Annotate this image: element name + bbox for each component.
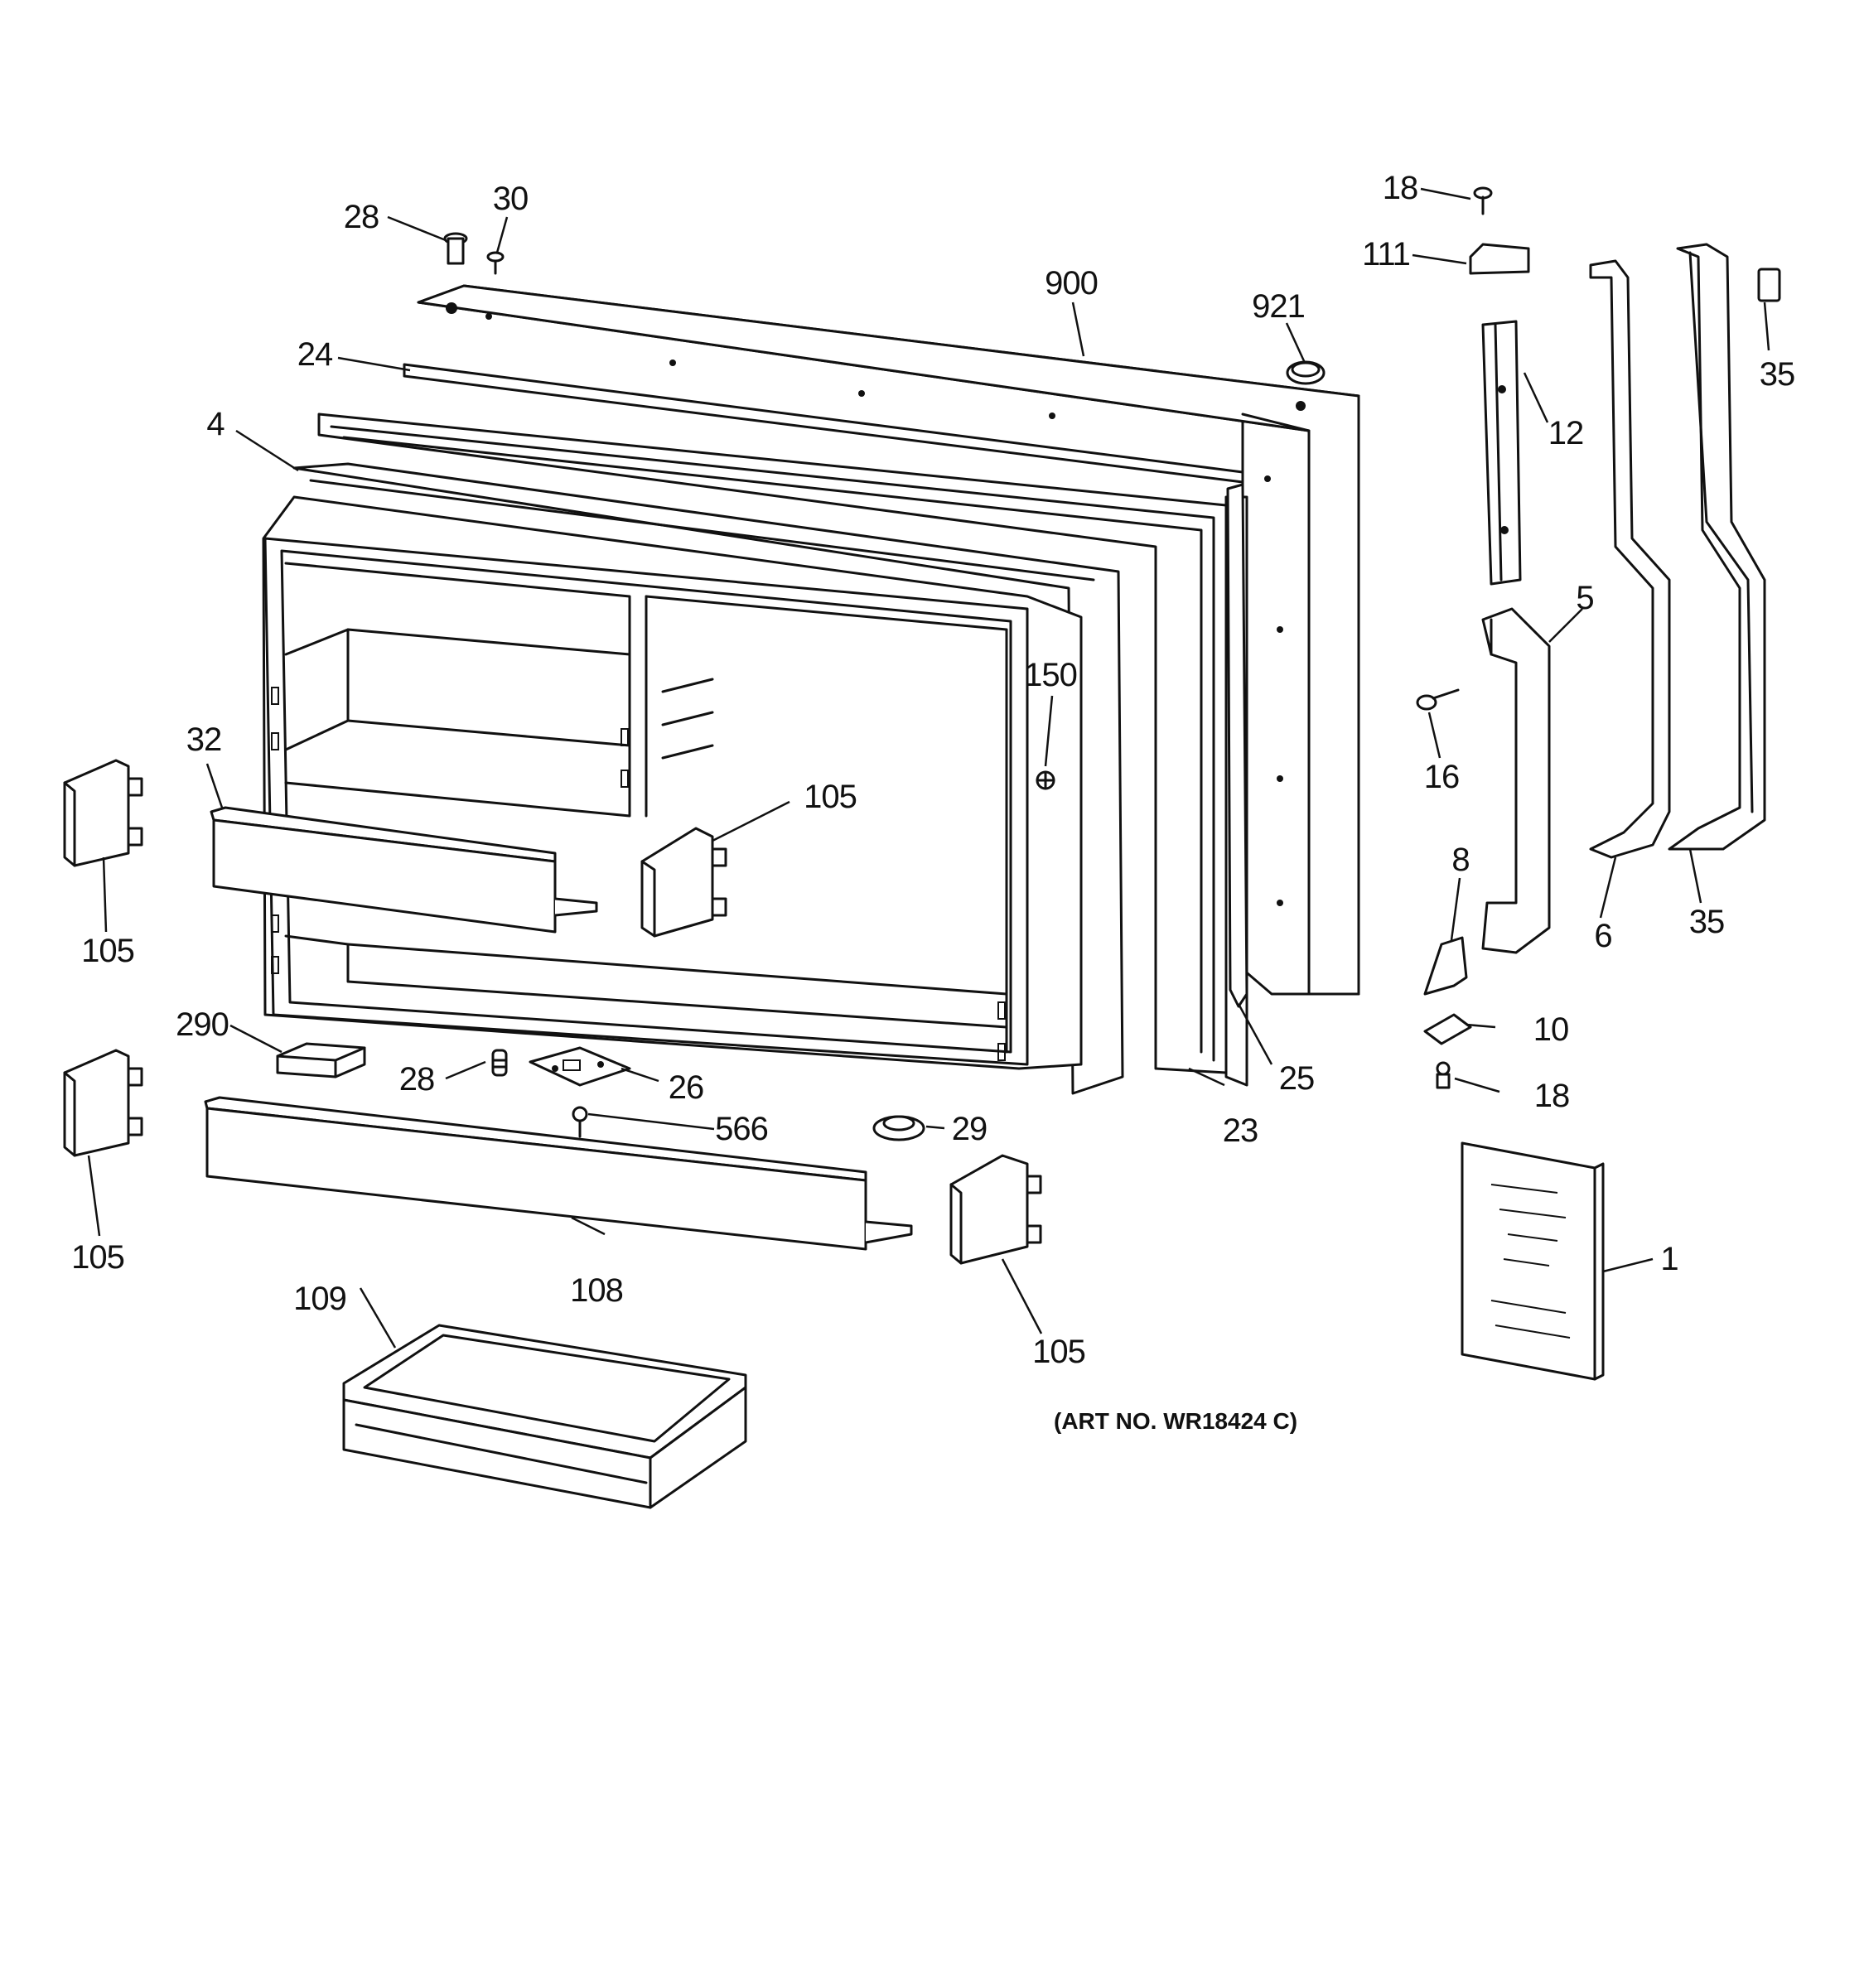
- leader-lines: [87, 187, 1770, 1349]
- callout-109: 109: [293, 1281, 347, 1317]
- manual-booklet-1: [1461, 1141, 1605, 1381]
- bracket-105-left-lower: [63, 1049, 143, 1157]
- door-liner: [262, 495, 1083, 1070]
- hinge-channel-12: [1481, 320, 1522, 586]
- bracket-105-center: [640, 827, 727, 938]
- bracket-105-left-upper: [63, 759, 143, 867]
- callout-12: 12: [1548, 415, 1584, 451]
- outer-door-900: [417, 284, 1360, 996]
- bin-109: [342, 1324, 747, 1509]
- screw-18-lower: [1436, 1061, 1451, 1089]
- callout-16: 16: [1423, 759, 1460, 795]
- bumper-29: [872, 1115, 925, 1141]
- callout-105-left-lower: 105: [71, 1239, 125, 1276]
- callout-105-bottom: 105: [1032, 1334, 1086, 1370]
- screw-18-top: [1473, 186, 1493, 215]
- callout-6: 6: [1594, 918, 1612, 954]
- callout-566: 566: [715, 1111, 769, 1147]
- shelf-bar-32: [210, 806, 598, 934]
- callout-8: 8: [1451, 842, 1470, 878]
- pin-28-top: [443, 232, 468, 265]
- clip-111: [1469, 243, 1530, 275]
- hinge-plate-26: [529, 1046, 631, 1087]
- callout-108: 108: [570, 1272, 624, 1309]
- callout-32: 32: [186, 721, 222, 758]
- callout-35-pad: 35: [1759, 356, 1795, 393]
- callout-29: 29: [951, 1111, 988, 1147]
- callout-150: 150: [1024, 657, 1078, 693]
- callout-28-lower: 28: [398, 1061, 435, 1098]
- callout-5: 5: [1576, 580, 1594, 616]
- screw-566: [572, 1106, 588, 1138]
- callout-290: 290: [176, 1006, 229, 1043]
- callout-900: 900: [1045, 265, 1099, 302]
- screw-16: [1416, 688, 1460, 711]
- handle-6: [1589, 259, 1671, 859]
- pin-28-lower: [491, 1049, 508, 1077]
- callout-26: 26: [668, 1069, 704, 1106]
- trim-strip-24: [403, 363, 1244, 484]
- callout-24: 24: [297, 336, 333, 373]
- plate-10: [1423, 1013, 1472, 1045]
- pad-35: [1757, 268, 1781, 302]
- pad-290: [276, 1042, 366, 1078]
- callout-30: 30: [492, 181, 529, 217]
- inner-liner-4: [292, 462, 1124, 1095]
- shelf-bar-108: [204, 1096, 913, 1251]
- art-number-label: (ART NO. WR18424 C): [1054, 1408, 1298, 1434]
- callout-105-left-upper: 105: [81, 933, 135, 969]
- screw-30: [486, 251, 505, 275]
- callout-25: 25: [1278, 1060, 1315, 1097]
- hinge-8: [1423, 936, 1468, 996]
- callout-35-handle: 35: [1688, 904, 1725, 940]
- plug-921: [1286, 360, 1326, 385]
- callout-18-lower: 18: [1533, 1078, 1570, 1114]
- handle-35: [1668, 243, 1766, 851]
- callout-1: 1: [1660, 1241, 1678, 1277]
- callout-23: 23: [1222, 1112, 1258, 1149]
- callout-111: 111: [1362, 236, 1411, 273]
- callout-4: 4: [206, 406, 225, 442]
- strip-25: [1226, 483, 1248, 1008]
- bracket-5: [1481, 607, 1551, 954]
- callout-18-top: 18: [1382, 170, 1418, 206]
- bracket-105-bottom: [949, 1154, 1042, 1265]
- callout-10: 10: [1533, 1011, 1569, 1048]
- callout-921: 921: [1252, 288, 1306, 325]
- callout-28-top: 28: [343, 199, 379, 235]
- screw-150: [1036, 770, 1055, 790]
- callout-105-center: 105: [804, 779, 857, 815]
